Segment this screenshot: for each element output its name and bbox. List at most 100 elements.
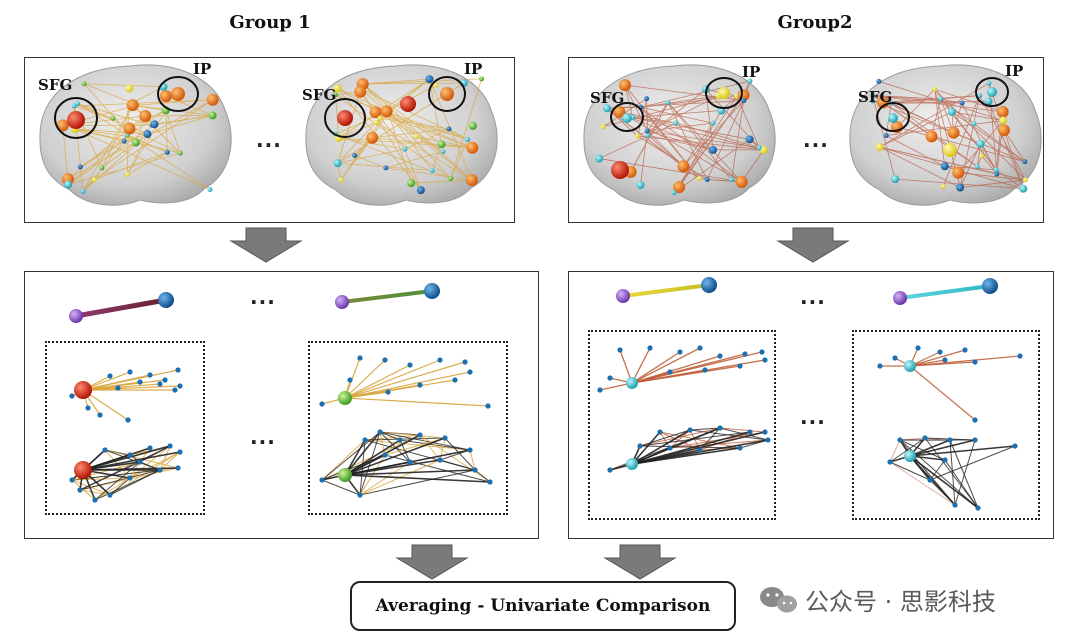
brain-node [143,130,152,139]
ip-label-g2sN: IP [1005,62,1024,80]
group2-network-panel [568,271,1054,539]
ip-label-g1s1: IP [193,60,212,78]
brain-node [74,101,80,107]
ip-circle-g1s1 [157,76,199,112]
brain-node [728,177,734,183]
ip-label-g2s1: IP [742,63,761,81]
brain-node [448,175,454,181]
brain-node [159,90,172,103]
brain-node [468,121,477,130]
ellipsis-g1-pairs: ... [250,285,276,309]
brain-node [870,98,876,104]
brain-node [1019,184,1028,193]
group2-subjectN-network-box [852,330,1040,520]
brain-node [338,177,344,183]
ip-label-g1sN: IP [464,60,483,78]
group2-subject1-network-box [588,330,776,520]
brain-node [644,96,650,102]
down-arrow-g1-top [229,227,303,263]
brain-node [81,81,87,87]
brain-node [673,181,686,194]
seed-node [943,143,957,157]
brain-node [56,119,69,132]
seed-node [718,87,730,99]
brain-node [164,149,170,155]
brain-node [947,126,960,139]
brain-node [366,131,379,144]
brain-node [416,186,425,195]
brain-node [466,141,479,154]
brain-node [479,76,485,82]
sfg-label-g1sN: SFG [302,86,337,104]
seed-node [622,113,632,123]
brain-node [177,150,183,156]
brain-node [996,105,1009,118]
brain-node [206,93,219,106]
brain-node [77,164,83,170]
brain-node [425,75,434,84]
ellipsis-g2-pairs: ... [800,285,826,309]
brain-node [665,100,671,106]
seed-network [319,355,491,409]
brain-node [354,85,367,98]
sfg-label-g1s1: SFG [38,76,73,94]
brain-node [671,190,677,196]
brain-node [603,104,612,113]
brain-node [139,109,152,122]
brain-node [756,145,762,151]
brain-node [433,82,439,88]
brain-node [704,177,710,183]
brain-node [994,171,1000,177]
sfg-label-g2s1: SFG [590,89,625,107]
brain-node [940,183,946,189]
sfg-label-g2sN: SFG [858,88,893,106]
seed-node [171,87,185,101]
brain-node [696,176,702,182]
brain-node [956,183,965,192]
brain-node [997,124,1010,137]
brain-node [402,146,408,152]
averaging-comparison-box: Averaging - Univariate Comparison [350,581,736,631]
down-arrow-g1-bottom [395,544,469,580]
brain-node [993,167,999,173]
brain-node [977,93,983,99]
brain-node [673,120,679,126]
ellipsis-g1-networks: ... [250,425,276,449]
brain-node [1022,177,1028,183]
group2-title: Group2 [777,12,853,33]
group2-brain-subjectN [849,64,1042,206]
brain-node [870,92,876,98]
seed-node [67,111,85,129]
brain-node [123,122,136,135]
brain-node [947,107,956,116]
brain-node [710,120,716,126]
brain-node [131,138,140,147]
ip-circle-g2s1 [705,77,743,109]
brain-node [121,138,127,144]
brain-node [437,140,446,149]
brain-node [974,164,980,170]
seed-node [337,110,353,126]
brain-node [976,139,985,148]
seed-network-web [69,443,183,503]
seed-network [597,345,768,393]
brain-node [413,134,419,140]
brain-node [999,116,1008,125]
brain-node [595,154,604,163]
brain-node [99,165,105,171]
brain-node [709,145,718,154]
brain-node [124,171,130,177]
brain-node [636,181,645,190]
group1-title: Group 1 [229,12,311,33]
brain-node [150,120,159,129]
down-arrow-g2-top [776,227,850,263]
wechat-icon [760,587,797,613]
brain-node [735,175,748,188]
brain-node [986,80,992,86]
ip-circle-g2sN [975,77,1009,107]
brain-node [984,97,993,106]
brain-node [1022,159,1028,165]
brain-node [64,180,73,189]
down-arrow-g2-bottom [603,544,677,580]
